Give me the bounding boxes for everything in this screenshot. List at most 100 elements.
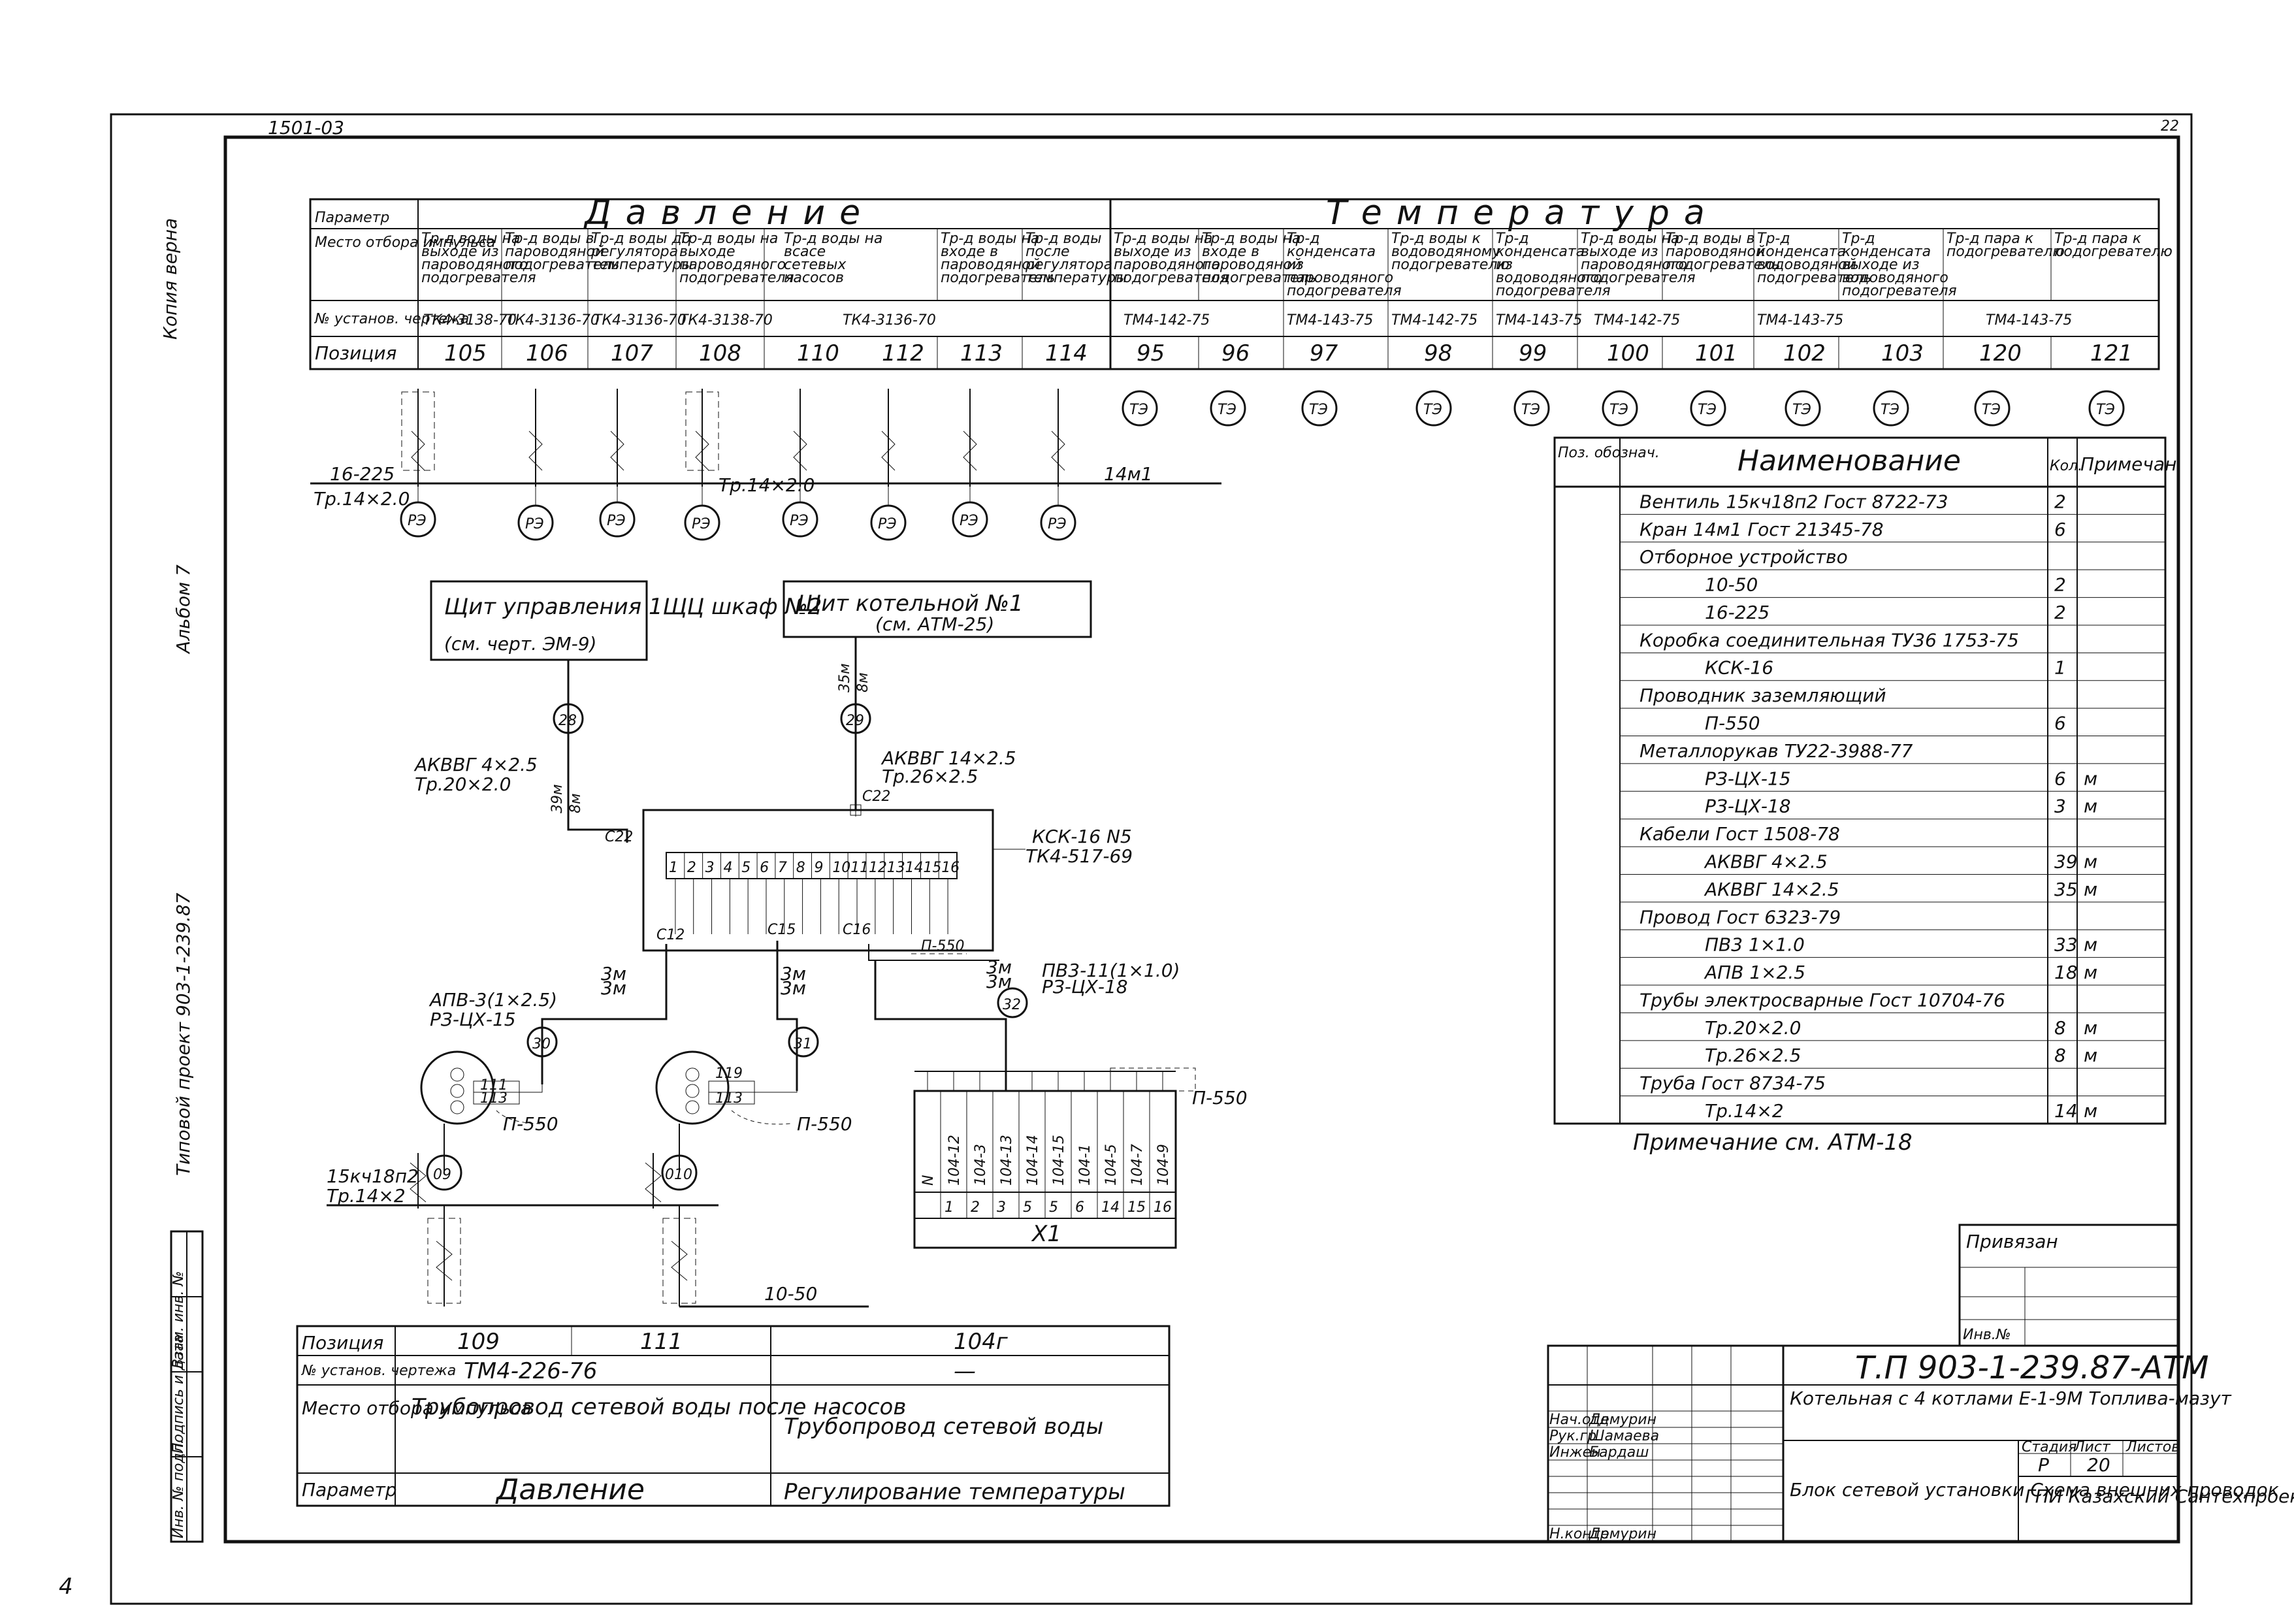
svg-text:Н.контр: Н.контр [1549,1526,1609,1542]
top-table-place: конденсата [1757,244,1846,260]
pressure-sensor-icon [782,501,818,538]
box-terminal-label: 6 [760,860,769,876]
spec-row-note: м [2084,851,2097,872]
title-block: Привязан Инв.№ Т.П 903-1-239.87-АТМ Коте… [1547,1224,2294,1543]
spec-row-qty: 14 [2054,1100,2078,1122]
svg-text:119: 119 [715,1065,743,1082]
temperature-sensor-icon [1785,390,1821,427]
x1-top-label: 104-1 [1077,1144,1093,1186]
top-table-place: пароводяного [421,257,528,273]
svg-text:30: 30 [532,1036,551,1052]
outer-frame [110,113,2193,1605]
side-album: Альбом 7 [172,564,194,655]
x1-bottom-label: 3 [997,1199,1006,1216]
svg-text:Взам. инв. №: Взам. инв. № [170,1271,187,1369]
spec-row-name: П-550 [1705,713,1760,734]
temperature-sensor-label: ТЭ [1609,402,1628,418]
svg-text:Инжен: Инжен [1549,1444,1601,1461]
top-table-place: пароводяного [679,257,786,273]
top-table: Параметр Место отбора импульса № установ… [309,193,2160,370]
x1-bottom-label: 14 [1101,1199,1120,1216]
top-table-drawing: ТМ4-142-75 [1391,312,1478,329]
box-terminal-label: 4 [723,860,732,876]
spec-row-note: м [2084,962,2097,983]
svg-text:Параметр: Параметр [302,1479,397,1501]
top-table-drawing: ТМ4-143-75 [1287,312,1373,329]
svg-text:Тр.14×2.0: Тр.14×2.0 [314,488,410,510]
spec-row-qty: 6 [2054,713,2066,734]
svg-text:113: 113 [715,1090,743,1107]
drawing-code: Т.П 903-1-239.87-АТМ [1855,1350,2209,1386]
x1-top-label: 104-9 [1155,1144,1172,1186]
copy-note: Копия верна [159,218,181,340]
svg-text:Примечан.: Примечан. [2080,453,2182,475]
svg-text:Шамаева: Шамаева [1589,1428,1659,1444]
svg-text:Инв.№: Инв.№ [1963,1327,2011,1343]
side-project: Типовой проект 903-1-239.87 [172,892,194,1176]
spec-row-name: Отборное устройство [1640,546,1848,568]
x1-top-label: 104-13 [999,1135,1015,1186]
valve-icon [881,430,896,471]
top-table-position: 102 [1783,340,1826,366]
svg-text:Тр.20×2.0: Тр.20×2.0 [415,773,511,795]
svg-text:№ установ. чертежа: № установ. чертежа [301,1363,456,1379]
top-table-place: Тр-д [1842,231,1875,247]
spec-row-name: РЗ-ЦХ-15 [1705,768,1791,789]
svg-text:35м: 35м [837,663,853,692]
pressure-sensor-icon [599,501,636,538]
temperature-sensor-icon [2088,390,2125,427]
spec-row-qty: 2 [2054,574,2066,596]
spec-row-name: Коробка соединительная ТУ36 1753-75 [1640,629,2019,651]
spec-row-qty: 2 [2054,491,2066,512]
x1-top-label: 104-15 [1051,1135,1067,1186]
spec-row-name: 10-50 [1705,574,1758,596]
top-table-place: подогревателя [1114,270,1229,286]
svg-text:Х1: Х1 [1031,1221,1061,1247]
svg-text:10-50: 10-50 [764,1283,817,1305]
top-table-place: Тр-д [1287,231,1320,247]
x1-top-label: 104-3 [973,1144,989,1186]
svg-text:15кч18п2: 15кч18п2 [327,1165,419,1187]
top-table-place: пароводяной [1666,244,1765,260]
top-table-position: 101 [1695,340,1737,366]
top-table-place: подогревателя [1842,283,1957,299]
top-table-place: водоводяного [1496,270,1602,286]
temperature-sensor-icon [1513,390,1550,427]
svg-text:31: 31 [794,1036,812,1052]
top-table-place: Тр-д воды на [941,231,1039,247]
top-table-place: входе в [941,244,998,260]
top-table-place: пароводяного [1114,257,1220,273]
top-table-place: температуры [1026,270,1127,286]
pressure-sensor-label: РЭ [878,516,897,532]
top-table-place: подогревателю [2054,244,2173,260]
pressure-sensor-icon [952,501,988,538]
temperature-sensor-label: ТЭ [1309,402,1328,418]
temperature-sensor-label: ТЭ [1698,402,1717,418]
top-table-place: водоводяному [1391,244,1501,260]
panel-boiler-1: Щит котельной №1 (см. АТМ-25) [783,580,1092,638]
spec-row-qty: 3 [2054,796,2066,817]
svg-text:8м: 8м [855,672,871,692]
top-table-drawing: ТК4-3136-70 [506,312,600,329]
spec-row-name: Вентиль 15кч18п2 Гост 8722-73 [1640,491,1948,512]
svg-text:ТК4-517-69: ТК4-517-69 [1026,845,1133,867]
inner-frame [223,135,2180,1544]
corner-code: 1501-03 [268,117,344,138]
top-table-place: выходе [679,244,735,260]
temperature-sensor-icon [1873,390,1909,427]
top-table-place: Тр-д воды в [1666,231,1755,247]
svg-text:113: 113 [480,1090,508,1107]
top-table-place: выходе из [1581,244,1658,260]
svg-text:010: 010 [665,1167,692,1183]
valve-icon [963,430,977,471]
box-terminal-label: 16 [941,860,960,876]
top-table-place: Тр-д воды на [1114,231,1212,247]
valve-icon [411,430,425,471]
spec-row-name: Провод Гост 6323-79 [1640,906,1841,928]
spec-row-name: ПВ3 1×1.0 [1705,934,1805,956]
svg-text:П-550: П-550 [1192,1087,1248,1109]
